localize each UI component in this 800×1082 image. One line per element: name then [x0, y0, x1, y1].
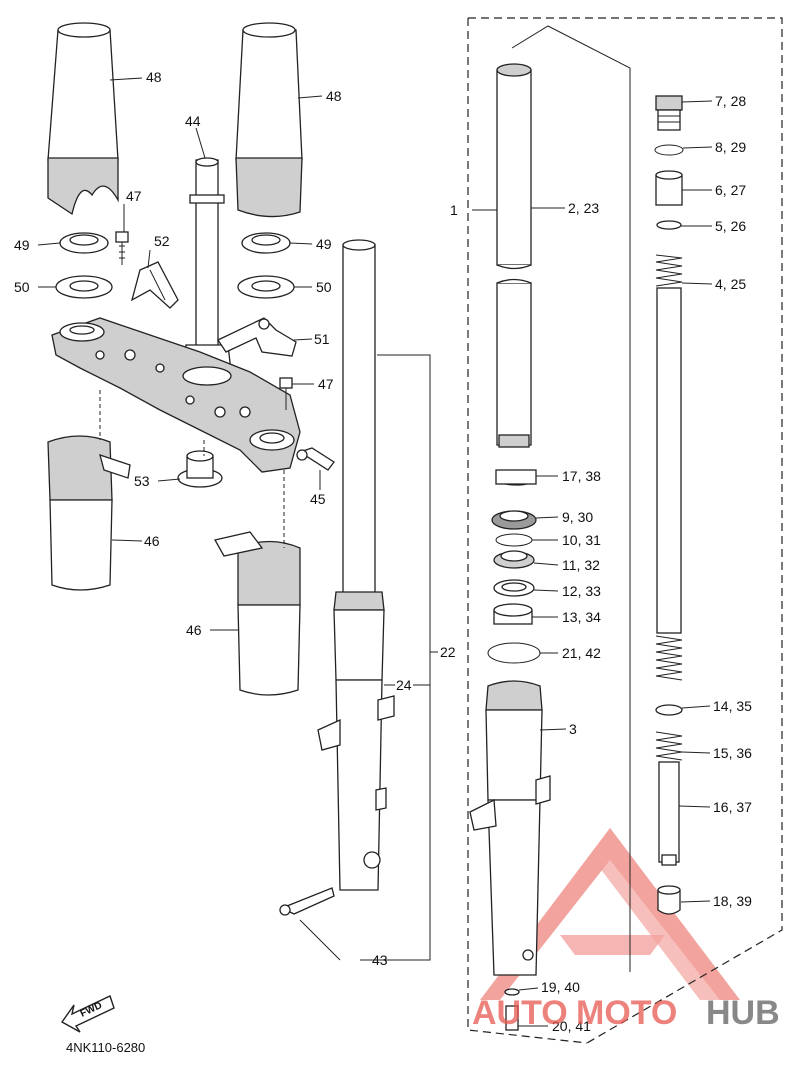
leader-lines	[37, 77, 713, 1027]
part-9-dust-seal	[491, 510, 537, 530]
label-4-25: 4, 25	[715, 276, 746, 292]
label-24: 24	[396, 677, 412, 693]
part-16-damper-rod	[658, 761, 680, 866]
label-46a: 46	[144, 533, 160, 549]
label-3: 3	[569, 721, 577, 737]
part-43-bolt	[279, 887, 335, 916]
label-18-39: 18, 39	[713, 893, 752, 909]
label-14-35: 14, 35	[713, 698, 752, 714]
part-22-fork-assembly	[317, 239, 395, 891]
part-46-lower-cover-left	[47, 435, 131, 591]
label-48b: 48	[326, 88, 342, 104]
label-19-40: 19, 40	[541, 979, 580, 995]
assembly-dashed-border	[467, 17, 783, 1044]
part-labels: 48 48 44 47 52 49 49 50 50 51 47 53 45 4…	[14, 69, 752, 1055]
label-17-38: 17, 38	[562, 468, 601, 484]
label-1: 1	[450, 202, 458, 218]
label-52: 52	[154, 233, 170, 249]
watermark-text: AUTO MOTO HUB	[472, 994, 780, 1032]
watermark-moto: MOTO	[576, 994, 677, 1032]
part-17-bushing	[495, 469, 537, 486]
part-15-rebound-spring	[655, 731, 683, 761]
part-50-washer-left	[55, 275, 113, 299]
part-47-bolt-upper	[115, 231, 129, 265]
fwd-arrow-icon	[60, 995, 115, 1033]
part-18-oil-lock-piece	[657, 885, 681, 915]
part-13-bushing	[493, 603, 533, 625]
part-3-outer-tube	[469, 680, 551, 976]
part-46-lower-cover-right	[214, 531, 301, 696]
part-8-o-ring	[654, 144, 684, 156]
label-13-34: 13, 34	[562, 609, 601, 625]
part-5-washer	[656, 220, 682, 230]
label-2-23: 2, 23	[568, 200, 599, 216]
part-7-cap-bolt	[655, 95, 683, 131]
part-10-clip	[495, 533, 533, 547]
label-12-33: 12, 33	[562, 583, 601, 599]
part-11-oil-seal	[493, 550, 535, 569]
label-16-37: 16, 37	[713, 799, 752, 815]
part-47-bolt-lower	[279, 377, 293, 410]
label-44: 44	[185, 113, 201, 129]
label-8-29: 8, 29	[715, 139, 746, 155]
label-6-27: 6, 27	[715, 182, 746, 198]
part-48-cover-right	[235, 22, 303, 218]
label-47a: 47	[126, 188, 142, 204]
label-49b: 49	[316, 236, 332, 252]
part-49-dust-seal-left	[59, 232, 109, 254]
label-10-31: 10, 31	[562, 532, 601, 548]
label-9-30: 9, 30	[562, 509, 593, 525]
watermark-auto: AUTO	[472, 994, 568, 1032]
part-6-spacer	[655, 170, 683, 206]
part-21-o-ring	[487, 642, 541, 664]
part-2-inner-tube	[496, 63, 532, 448]
label-50a: 50	[14, 279, 30, 295]
label-11-32: 11, 32	[562, 557, 600, 573]
label-46b: 46	[186, 622, 202, 638]
part-20-bolt	[505, 1005, 519, 1031]
label-5-26: 5, 26	[715, 218, 746, 234]
part-4-spring	[655, 254, 683, 681]
label-53: 53	[134, 473, 150, 489]
label-15-36: 15, 36	[713, 745, 752, 761]
label-7-28: 7, 28	[715, 93, 746, 109]
part-12-washer	[493, 579, 535, 597]
part-48-cover-left	[47, 22, 119, 216]
part-14-piston-ring	[655, 704, 683, 716]
label-45: 45	[310, 491, 326, 507]
watermark-hub: HUB	[706, 994, 780, 1032]
part-49-dust-seal-right	[241, 232, 291, 254]
label-51: 51	[314, 331, 330, 347]
part-45-bolt	[296, 447, 335, 471]
label-50b: 50	[316, 279, 332, 295]
label-43: 43	[372, 952, 388, 968]
label-47b: 47	[318, 376, 334, 392]
part-53-nut	[177, 450, 223, 488]
label-20-41: 20, 41	[552, 1018, 591, 1034]
diagram-code: 4NK110-6280	[66, 1040, 145, 1055]
part-52-bracket	[130, 261, 179, 309]
label-48a: 48	[146, 69, 162, 85]
part-19-washer	[504, 988, 520, 996]
label-22: 22	[440, 644, 456, 660]
label-21-42: 21, 42	[562, 645, 601, 661]
part-50-washer-right	[237, 275, 295, 299]
part-under-bracket	[51, 317, 301, 473]
part-51-bracket	[217, 317, 297, 357]
label-49a: 49	[14, 237, 30, 253]
